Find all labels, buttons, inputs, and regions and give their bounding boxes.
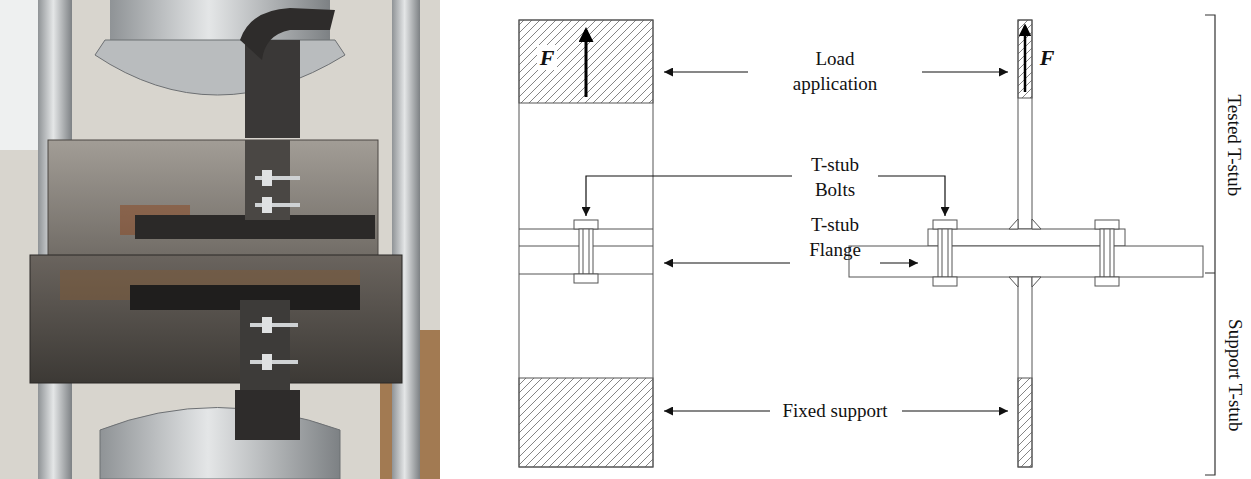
force-label: F xyxy=(537,45,558,70)
leader-arrows-part xyxy=(664,71,748,72)
group-label-box: Support T-stub xyxy=(1222,319,1247,431)
front-view-part xyxy=(933,277,957,286)
upper-t-stub-part xyxy=(255,176,300,180)
side-view-part xyxy=(519,20,653,467)
part-label: T-stub Bolts xyxy=(811,154,859,200)
front-view-part xyxy=(1110,229,1111,277)
upper-grip-part xyxy=(95,40,345,95)
machine-columns xyxy=(38,0,420,479)
side-view-part xyxy=(585,30,588,97)
side-view-part xyxy=(519,378,653,467)
upper-grip-part xyxy=(240,8,335,60)
lower-grip xyxy=(100,390,340,479)
part-label-box: Load application xyxy=(785,47,885,96)
upper-t-stub-part xyxy=(48,140,378,262)
part-label-box: T-stub Bolts xyxy=(799,153,871,202)
lower-grip-part xyxy=(235,390,300,440)
front-view-part xyxy=(1104,229,1105,277)
front-view-part xyxy=(1018,20,1032,98)
front-view-part xyxy=(1009,219,1041,287)
group-label: Support T-stub xyxy=(1224,319,1245,431)
lower-t-stub-part xyxy=(240,300,290,390)
lower-grip-part xyxy=(100,408,340,479)
upper-grip-part xyxy=(245,40,300,138)
group-label-box: Tested T-stub xyxy=(1222,94,1247,196)
photo-background xyxy=(0,0,440,479)
leader-arrows-part xyxy=(922,71,1008,72)
group-bracket xyxy=(1205,15,1215,475)
lower-t-stub-part xyxy=(250,323,298,327)
force-label-box: F xyxy=(537,44,558,73)
part-label-box: Fixed support xyxy=(782,399,887,424)
front-view-part xyxy=(933,220,957,229)
side-view-part xyxy=(589,229,590,274)
force-label-box: F xyxy=(1037,44,1058,73)
side-view-part xyxy=(574,220,598,229)
leader-arrows-part xyxy=(878,176,945,216)
lower-t-stub-part xyxy=(30,255,402,383)
part-label: Fixed support xyxy=(782,400,887,421)
upper-t-stub-part xyxy=(255,203,300,207)
front-view-part xyxy=(928,229,1125,246)
front-view-part xyxy=(1100,229,1114,277)
front-view-part xyxy=(1095,277,1119,286)
upper-t-stub-part xyxy=(262,197,272,213)
front-view-part xyxy=(942,229,943,277)
photo-background-part xyxy=(0,0,440,479)
leader-arrows-part xyxy=(664,410,770,411)
front-view-part xyxy=(1018,277,1032,467)
side-view-part xyxy=(574,274,598,283)
photo-background-part xyxy=(0,0,40,150)
force-label: F xyxy=(1037,45,1058,70)
front-view-part xyxy=(849,246,1203,277)
lower-t-stub-part xyxy=(262,317,272,333)
leader-arrows xyxy=(586,72,1008,411)
side-view-part xyxy=(519,20,653,103)
upper-t-stub-part xyxy=(262,170,272,186)
side-view xyxy=(519,20,653,467)
lower-t-stub-part xyxy=(250,360,298,364)
lower-t-stub xyxy=(30,255,402,390)
group-label: Tested T-stub xyxy=(1224,94,1245,196)
leader-arrows-part xyxy=(880,262,918,263)
group-bracket-part xyxy=(1205,15,1215,475)
front-view-part xyxy=(948,229,949,277)
leader-arrows-part xyxy=(664,262,790,263)
upper-grip xyxy=(95,0,345,138)
leader-arrows-part xyxy=(902,410,1008,411)
front-view-part xyxy=(1095,220,1119,229)
upper-t-stub xyxy=(48,140,378,262)
front-view-part xyxy=(1018,378,1032,467)
part-label: Load application xyxy=(793,48,877,94)
front-view-part xyxy=(1018,20,1032,229)
part-label: T-stub Flange xyxy=(809,214,861,260)
part-label-box: T-stub Flange xyxy=(799,213,871,262)
side-view-part xyxy=(579,229,593,274)
front-view-part xyxy=(938,229,952,277)
leader-arrows-part xyxy=(586,176,792,216)
lower-t-stub-part xyxy=(262,354,272,370)
machine-columns-part xyxy=(392,0,420,479)
front-view-part xyxy=(1024,26,1027,92)
side-view-part xyxy=(583,229,584,274)
front-view xyxy=(849,20,1203,467)
